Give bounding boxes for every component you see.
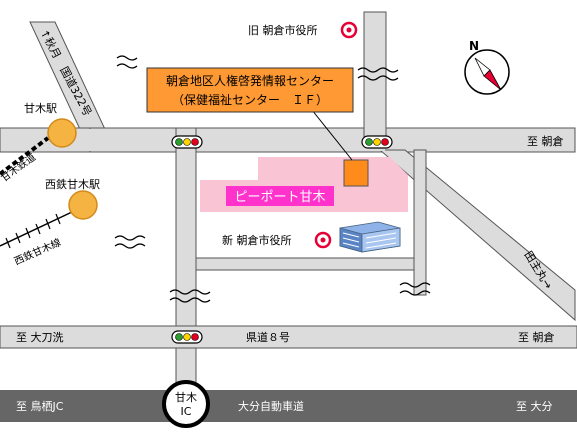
callout-subtitle: （保健福祉センター ＩＦ） — [172, 92, 328, 107]
traffic-signal-icon — [361, 135, 393, 149]
city-hall-building-icon — [339, 221, 401, 253]
amagi-railway-line — [0, 136, 50, 176]
road-vertical-west — [175, 127, 197, 394]
break-mark — [116, 55, 138, 61]
pier-port-label: ピーポート甘木 — [234, 190, 325, 205]
pier-port-label-bg — [226, 186, 334, 206]
new-city-hall-label: 新 朝倉市役所 — [222, 233, 292, 247]
svg-text:N: N — [469, 39, 479, 53]
amagi-ic-marker: 甘木 IC — [162, 380, 210, 428]
callout-title: 朝倉地区人権啓発情報センター — [166, 73, 334, 88]
station-circle-icon — [68, 190, 98, 220]
north-arrow-icon: N — [464, 39, 510, 95]
amagi-ic-label-line2: IC — [181, 405, 192, 418]
oita-expressway — [0, 390, 577, 422]
to-tosu-jc-label: 至 鳥栖JC — [16, 399, 64, 413]
info-center-building — [343, 159, 369, 187]
break-mark — [169, 297, 211, 303]
prefectural-road-8 — [0, 325, 577, 349]
road-break-marks — [114, 55, 431, 303]
expressway-name-label: 大分自動車道 — [238, 399, 304, 413]
break-mark — [399, 290, 431, 296]
info-center-callout: 朝倉地区人権啓発情報センター （保健福祉センター ＩＦ） — [146, 67, 354, 161]
landmark-target-icon — [314, 231, 332, 249]
break-mark — [169, 289, 211, 295]
road-city-hall-block-south — [195, 257, 427, 271]
break-mark — [116, 63, 138, 69]
road-city-hall-block-east — [413, 149, 427, 296]
to-asakura-lower-label: 至 朝倉 — [518, 330, 555, 344]
callout-leader-line — [311, 109, 353, 161]
old-city-hall-label: 旧 朝倉市役所 — [248, 23, 318, 37]
to-oita-label: 至 大分 — [516, 399, 553, 413]
break-mark — [399, 282, 431, 288]
break-mark — [114, 235, 146, 241]
nishitetsu-amagi-railway-line — [0, 211, 73, 249]
traffic-signal-icon — [171, 330, 203, 344]
landmark-target-icon — [340, 21, 358, 39]
nishitetsu-amagi-station-label: 西鉄甘木駅 — [45, 177, 100, 191]
break-mark — [357, 67, 399, 73]
to-asakura-upper-label: 至 朝倉 — [527, 134, 564, 148]
traffic-signal-icon — [171, 135, 203, 149]
amagi-station-label: 甘木駅 — [24, 102, 57, 115]
break-mark — [357, 75, 399, 81]
break-mark — [114, 243, 146, 249]
station-circle-icon — [47, 118, 77, 148]
amagi-ic-label-line1: 甘木 — [175, 391, 197, 404]
prefectural-road-8-label: 県道８号 — [246, 330, 290, 344]
callout-box — [146, 67, 354, 113]
to-tachiarai-label: 至 大刀洗 — [16, 330, 64, 344]
road-network — [0, 11, 577, 422]
road-diagonal-tashiromaru — [378, 149, 576, 322]
road-upper-east-west — [84, 127, 576, 153]
